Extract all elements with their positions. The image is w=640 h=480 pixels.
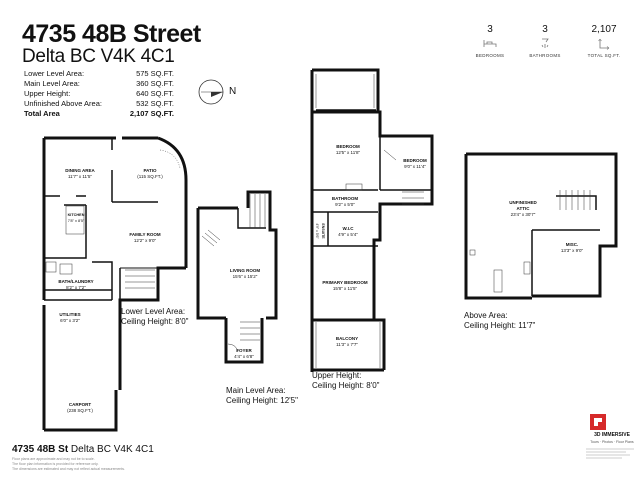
address-street: 4735 48B Street — [22, 20, 201, 48]
above-area-plan — [464, 152, 618, 300]
brand-logo-icon — [590, 414, 606, 430]
brand-contact-block — [586, 448, 636, 462]
disclaimer-line: The floor plan information is provided f… — [12, 462, 99, 466]
bathrooms-stat: 3 BATHROOMS — [517, 24, 573, 58]
footer-address: 4735 48B St Delta BC V4K 4C1 — [12, 444, 154, 455]
area-row: Lower Level Area:575 SQ.FT. — [24, 69, 174, 78]
compass-north-label: N — [229, 86, 237, 97]
bath-icon — [517, 35, 573, 51]
address-city: Delta BC V4K 4C1 — [22, 46, 175, 67]
area-row: Unfinished Above Area:532 SQ.FT. — [24, 99, 174, 108]
brand-name: 3D IMMERSIVE — [594, 432, 630, 438]
main-level-label: Main Level Area:Ceiling Height: 12'5" — [226, 386, 298, 405]
lower-level-plan — [42, 136, 188, 432]
disclaimer-line: The dimensions are estimated and may not… — [12, 467, 126, 471]
upper-level-label: Upper Height:Ceiling Height: 8'0" — [312, 371, 380, 390]
disclaimer-line: Floor plans are approximate and may not … — [12, 457, 95, 461]
brand-tagline: Tours · Photos · Floor Plans — [590, 440, 634, 444]
room-patio: PATIO(115 SQ.FT.) — [137, 168, 163, 179]
room-carport: CARPORT(238 SQ.FT.) — [67, 402, 93, 413]
room-misc: MISC.13'3" x 9'0" — [560, 242, 584, 253]
upper-level-plan — [310, 68, 434, 372]
square-footage-icon — [576, 35, 632, 51]
area-row: Upper Height:640 SQ.FT. — [24, 89, 174, 98]
total-sqft-stat: 2,107 TOTAL SQ.FT. — [576, 24, 632, 58]
main-level-plan — [196, 190, 278, 364]
area-row: Main Level Area:360 SQ.FT. — [24, 79, 174, 88]
bed-icon — [462, 35, 518, 51]
compass-icon — [197, 78, 227, 108]
lower-level-label: Lower Level Area:Ceiling Height: 8'0" — [121, 307, 189, 326]
bedrooms-stat: 3 BEDROOMS — [462, 24, 518, 58]
above-area-label: Above Area:Ceiling Height: 11'7" — [464, 311, 536, 330]
area-summary-table: Lower Level Area:575 SQ.FT. Main Level A… — [24, 69, 174, 119]
